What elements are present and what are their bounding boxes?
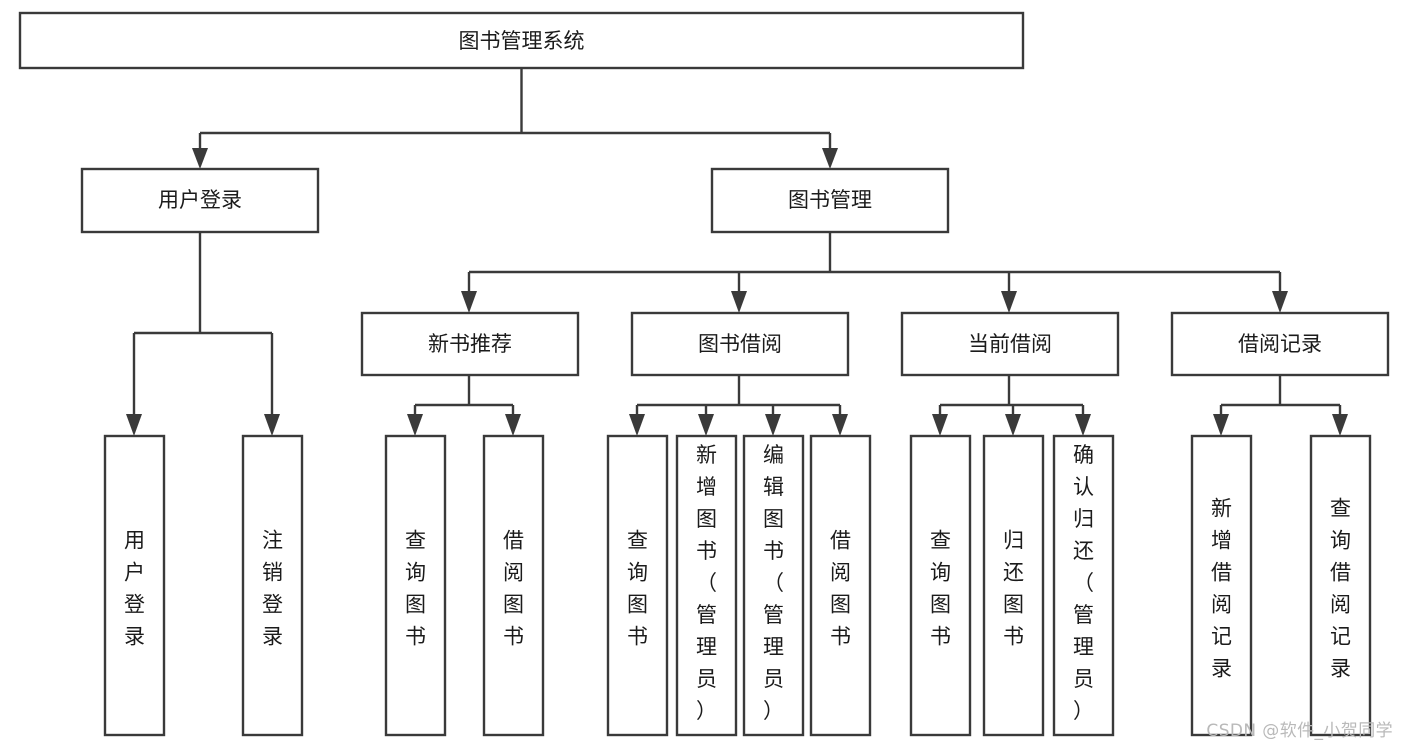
node-book-borrow[interactable]: 图书借阅 <box>630 311 850 377</box>
node-borrow-record-label: 借阅记录 <box>1238 332 1322 356</box>
node-leaf-cur-return-book[interactable]: 归还图书 <box>982 434 1045 737</box>
node-leaf-rec-query-book-box[interactable] <box>384 434 447 737</box>
arrowhead-leaf-user-logout <box>264 414 280 436</box>
arrowhead-rec-borrow-book <box>505 414 521 436</box>
node-user-login-box[interactable] <box>80 167 320 234</box>
node-current-borrow-label: 当前借阅 <box>968 332 1052 356</box>
arrowhead-cur-confirm-return <box>1075 414 1091 436</box>
node-leaf-user-login-box[interactable] <box>103 434 166 737</box>
node-leaf-user-logout-box[interactable] <box>241 434 304 737</box>
node-current-borrow[interactable]: 当前借阅 <box>900 311 1120 377</box>
node-new-book-rec[interactable]: 新书推荐 <box>360 311 580 377</box>
node-user-login-label: 用户登录 <box>158 188 242 212</box>
node-root-label: 图书管理系统 <box>459 29 585 53</box>
node-leaf-borrow-borrow-book[interactable]: 借阅图书 <box>809 434 872 737</box>
node-leaf-borrow-borrow-book-box[interactable] <box>809 434 872 737</box>
arrowhead-borrow-add-book <box>698 414 714 436</box>
node-leaf-borrow-add-book[interactable]: 新增图书（管理员） <box>675 434 738 737</box>
node-book-borrow-label: 图书借阅 <box>698 332 782 356</box>
node-leaf-borrow-borrow-book-label: 借阅图书 <box>830 529 851 649</box>
node-leaf-rec-query-book-label: 查询图书 <box>405 529 426 649</box>
arrowhead-borrow-record <box>1272 291 1288 313</box>
node-new-book-rec-label: 新书推荐 <box>428 332 512 356</box>
node-leaf-user-logout[interactable]: 注销登录 <box>241 434 304 737</box>
node-leaf-cur-query-book-label: 查询图书 <box>930 529 951 649</box>
node-leaf-rec-query-record-label: 查询借阅记录 <box>1330 497 1351 681</box>
node-borrow-record-box[interactable] <box>1170 311 1390 377</box>
arrowhead-rec-query-record <box>1332 414 1348 436</box>
node-leaf-borrow-edit-book-box[interactable] <box>742 434 805 737</box>
arrowhead-new-book-rec <box>461 291 477 313</box>
node-leaf-cur-confirm-return-label: 确认归还（管理员） <box>1073 443 1094 723</box>
node-leaf-rec-add-record-box[interactable] <box>1190 434 1253 737</box>
node-book-borrow-box[interactable] <box>630 311 850 377</box>
node-leaf-rec-borrow-book-box[interactable] <box>482 434 545 737</box>
node-user-login[interactable]: 用户登录 <box>80 167 320 234</box>
node-leaf-borrow-query-book-box[interactable] <box>606 434 669 737</box>
node-leaf-cur-return-book-label: 归还图书 <box>1003 529 1024 649</box>
node-leaf-rec-query-record-box[interactable] <box>1309 434 1372 737</box>
node-leaf-borrow-query-book-label: 查询图书 <box>627 529 648 649</box>
arrowhead-cur-return-book <box>1005 414 1021 436</box>
arrowhead-borrow-edit-book <box>765 414 781 436</box>
arrowhead-rec-query-book <box>407 414 423 436</box>
node-book-manage-box[interactable] <box>710 167 950 234</box>
arrowhead-borrow-borrow-book <box>832 414 848 436</box>
arrowhead-current-borrow <box>1001 291 1017 313</box>
node-leaf-rec-query-book[interactable]: 查询图书 <box>384 434 447 737</box>
node-leaf-user-logout-label: 注销登录 <box>262 529 283 649</box>
node-leaf-cur-confirm-return-box[interactable] <box>1052 434 1115 737</box>
arrowhead-borrow-query-book <box>629 414 645 436</box>
node-leaf-user-login[interactable]: 用户登录 <box>103 434 166 737</box>
arrowhead-leaf-user-login <box>126 414 142 436</box>
arrowhead-root-to-book-manage <box>822 148 838 169</box>
arrowhead-book-borrow <box>731 291 747 313</box>
node-root[interactable]: 图书管理系统 <box>18 11 1025 70</box>
node-leaf-cur-return-book-box[interactable] <box>982 434 1045 737</box>
node-leaf-user-login-label: 用户登录 <box>124 529 145 649</box>
node-book-manage[interactable]: 图书管理 <box>710 167 950 234</box>
arrowhead-root-to-user-login <box>192 148 208 169</box>
node-leaf-cur-confirm-return[interactable]: 确认归还（管理员） <box>1052 434 1115 737</box>
node-leaf-cur-query-book[interactable]: 查询图书 <box>909 434 972 737</box>
node-current-borrow-box[interactable] <box>900 311 1120 377</box>
node-leaf-cur-query-book-box[interactable] <box>909 434 972 737</box>
connector-layer <box>126 68 1348 436</box>
arrowhead-cur-query-book <box>932 414 948 436</box>
node-leaf-rec-borrow-book[interactable]: 借阅图书 <box>482 434 545 737</box>
node-borrow-record[interactable]: 借阅记录 <box>1170 311 1390 377</box>
watermark-text: CSDN @软件_小贺同学 <box>1206 721 1393 741</box>
arrowhead-rec-add-record <box>1213 414 1229 436</box>
node-leaf-rec-add-record[interactable]: 新增借阅记录 <box>1190 434 1253 737</box>
node-leaf-borrow-edit-book[interactable]: 编辑图书（管理员） <box>742 434 805 737</box>
node-leaf-borrow-add-book-label: 新增图书（管理员） <box>696 443 717 723</box>
node-book-manage-label: 图书管理 <box>788 188 872 212</box>
node-leaf-borrow-edit-book-label: 编辑图书（管理员） <box>763 443 784 723</box>
node-leaf-rec-add-record-label: 新增借阅记录 <box>1211 497 1232 681</box>
node-leaf-rec-query-record[interactable]: 查询借阅记录 <box>1309 434 1372 737</box>
node-leaf-borrow-add-book-box[interactable] <box>675 434 738 737</box>
node-leaf-borrow-query-book[interactable]: 查询图书 <box>606 434 669 737</box>
node-new-book-rec-box[interactable] <box>360 311 580 377</box>
node-root-box[interactable] <box>18 11 1025 70</box>
node-leaf-rec-borrow-book-label: 借阅图书 <box>503 529 524 649</box>
